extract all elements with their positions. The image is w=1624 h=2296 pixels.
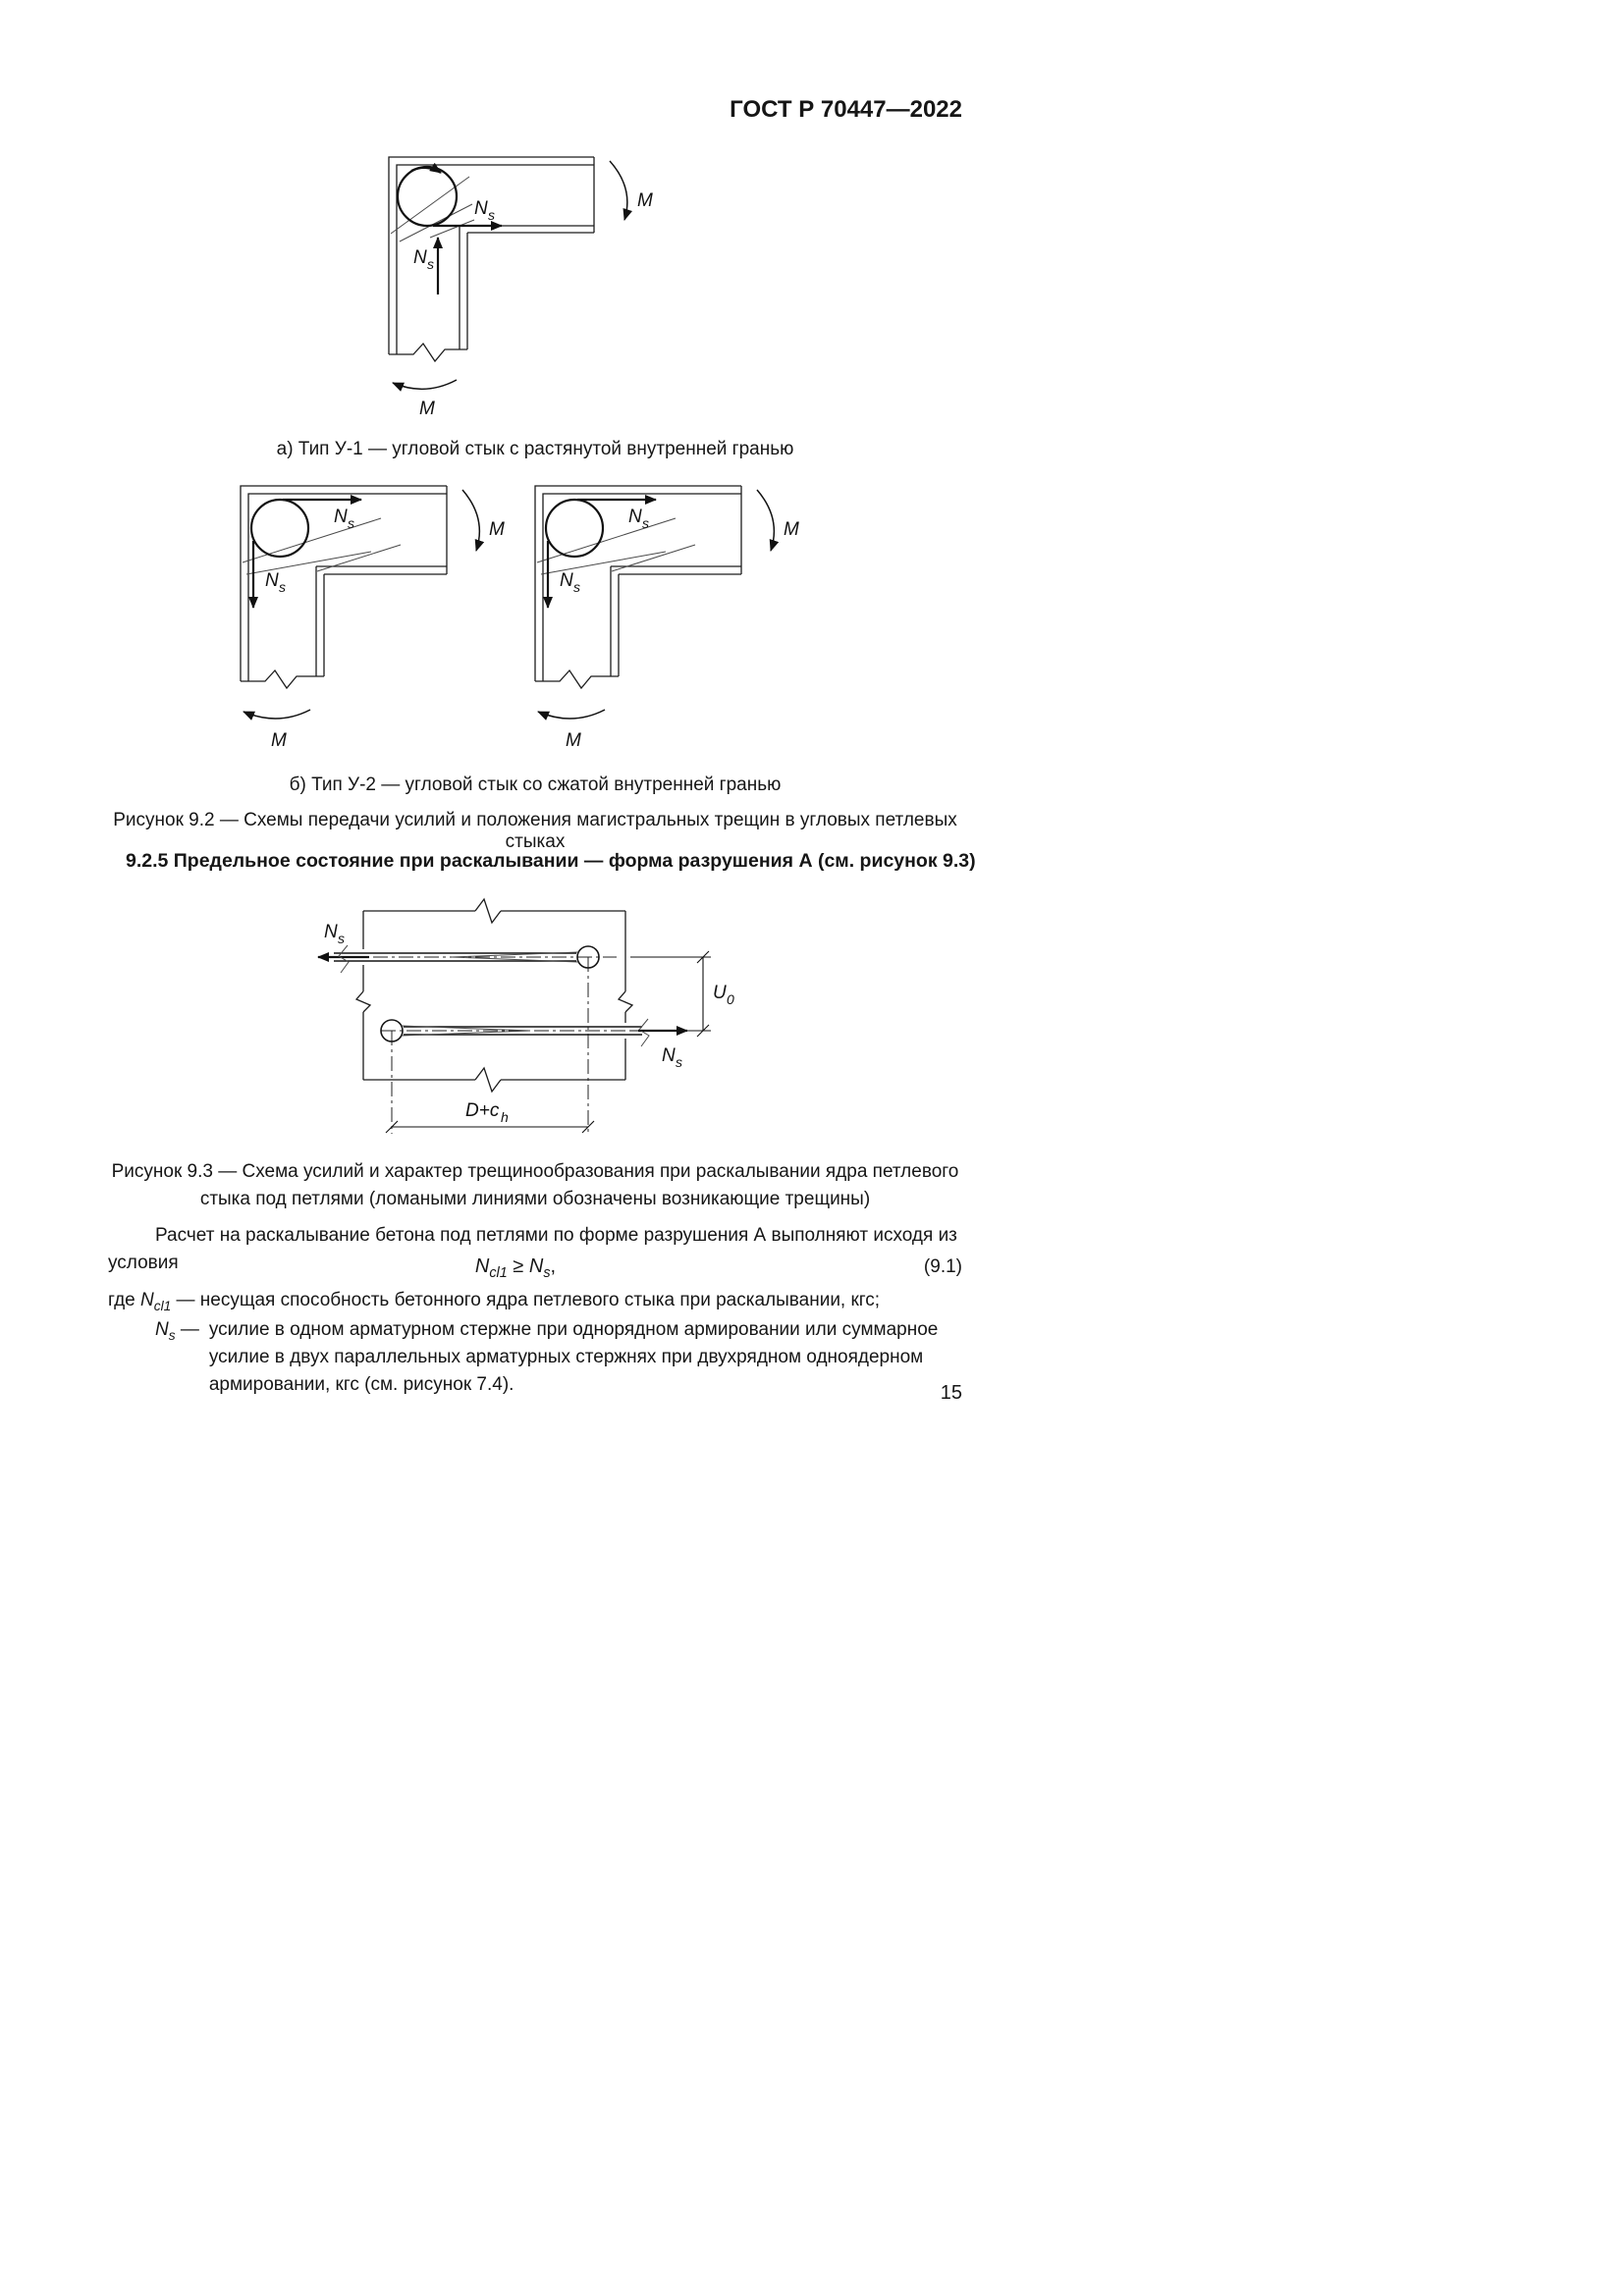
break-mark <box>241 668 324 690</box>
figure-9-2-caption: Рисунок 9.2 — Схемы передачи усилий и по… <box>113 810 957 852</box>
ns-label: N <box>560 570 573 591</box>
dimension-u0: U 0 <box>630 950 734 1038</box>
diagram-labels: N s N s M M <box>265 507 505 751</box>
loop-end-circle <box>576 945 600 969</box>
ns-subscript: s <box>642 515 649 531</box>
u2-left-joint: N s N s M M <box>240 485 505 751</box>
u0-subscript: 0 <box>727 991 734 1007</box>
loop-end-circle <box>380 1019 404 1042</box>
where-definition-2: Ns — усилие в одном арматурном стержне п… <box>155 1316 972 1399</box>
ns-label: N <box>628 507 642 527</box>
crack-lines <box>390 176 475 242</box>
moment-label: M <box>489 519 505 540</box>
ns-subscript: s <box>676 1054 682 1070</box>
moment-arc-right <box>756 489 780 552</box>
ns-subscript: s <box>427 256 434 272</box>
crack-lines <box>451 951 579 963</box>
ns-label: N <box>324 922 338 942</box>
moment-label: M <box>419 399 435 419</box>
equation-number: (9.1) <box>923 1256 962 1277</box>
moment-label: M <box>271 730 287 751</box>
moment-arrows <box>392 160 633 392</box>
crack-lines <box>401 1025 531 1037</box>
dch-label: D+c <box>465 1100 500 1121</box>
ns-label: N <box>474 198 488 219</box>
figure-9-3-caption: Рисунок 9.3 — Схема усилий и характер тр… <box>111 1161 959 1209</box>
break-mark <box>535 668 619 690</box>
ns-label: N <box>413 247 427 268</box>
dim-tick <box>581 1120 595 1134</box>
member-outline <box>534 485 742 690</box>
break-mark <box>474 897 502 925</box>
moment-arc-bottom <box>243 709 311 721</box>
member-outline <box>240 485 448 690</box>
ns-subscript: s <box>338 931 345 946</box>
block-outline <box>354 897 634 1094</box>
moment-arrows <box>537 489 780 721</box>
dim-tick <box>385 1120 399 1134</box>
loop-bar <box>396 162 503 294</box>
dim-tick <box>696 950 710 964</box>
term1-symbol: Ncl1 <box>140 1290 172 1313</box>
formula-expression: Ncl1 ≥ Ns, <box>474 1255 557 1281</box>
figure-9-3-diagram: U 0 D+c h N s N s <box>317 897 734 1134</box>
term1-text: несущая способность бетонного ядра петле… <box>199 1290 881 1310</box>
break-mark <box>389 342 467 363</box>
dim-tick <box>696 1024 710 1038</box>
dch-subscript: h <box>501 1109 509 1125</box>
moment-label: M <box>784 519 799 540</box>
document-code: ГОСТ Р 70447—2022 <box>730 96 962 123</box>
ns-subscript: s <box>279 579 286 595</box>
caption-type-u2: б) Тип У-2 — угловой стык со сжатой внут… <box>289 774 782 795</box>
axis-lines <box>322 956 695 1134</box>
break-mark <box>474 1066 502 1094</box>
ns-label: N <box>265 570 279 591</box>
moment-arc-bottom <box>392 379 458 392</box>
bottom-loop-bar <box>380 1018 688 1047</box>
loop-bar <box>543 495 657 609</box>
moment-label: M <box>566 730 581 751</box>
break-mark <box>354 990 372 1013</box>
diagram-labels: N s N s M M <box>560 507 799 751</box>
body-paragraph: Расчет на раскалывание бетона под петлям… <box>108 1225 957 1273</box>
loop-direction-arrow <box>410 162 442 174</box>
figure-u2-diagram: N s N s M M <box>240 485 799 751</box>
break-mark <box>617 990 634 1013</box>
crack-lines <box>536 517 696 575</box>
ns-subscript: s <box>488 207 495 223</box>
moment-arc-right <box>461 489 485 552</box>
ns-subscript: s <box>573 579 580 595</box>
crack-lines <box>242 517 402 575</box>
ns-subscript: s <box>348 515 354 531</box>
diagram-labels: N s N s M M <box>413 190 653 419</box>
where-definition-1: где Ncl1 — несущая способность бетонного… <box>108 1287 972 1320</box>
bar-break-mark <box>638 1018 650 1047</box>
section-heading: 9.2.5 Предельное состояние при раскалыва… <box>126 850 976 872</box>
u0-label: U <box>713 983 727 1003</box>
moment-label: M <box>637 190 653 211</box>
figure-u1-diagram: N s N s M M <box>388 156 653 419</box>
term2-symbol: Ns — <box>155 1319 199 1343</box>
diagram-labels: N s N s <box>324 922 682 1070</box>
formula-9-1: Ncl1 ≥ Ns, (9.1) <box>108 1255 962 1287</box>
ns-label: N <box>334 507 348 527</box>
moment-arrows <box>243 489 485 721</box>
bar-break-mark <box>338 944 350 974</box>
dimension-dch: D+c h <box>385 1100 595 1134</box>
ns-label: N <box>662 1045 676 1066</box>
term1-dash: — <box>176 1290 195 1310</box>
caption-type-u1: а) Тип У-1 — угловой стык с растянутой в… <box>276 439 794 459</box>
moment-arc-bottom <box>537 709 606 721</box>
moment-arc-right <box>609 160 633 221</box>
loop-bar <box>248 495 362 609</box>
term2-text: усилие в одном арматурном стержне при од… <box>208 1319 939 1395</box>
top-loop-bar <box>317 944 600 974</box>
page-number: 15 <box>940 1382 962 1404</box>
where-label: где <box>108 1290 135 1310</box>
u2-right-joint: N s N s M M <box>534 485 799 751</box>
